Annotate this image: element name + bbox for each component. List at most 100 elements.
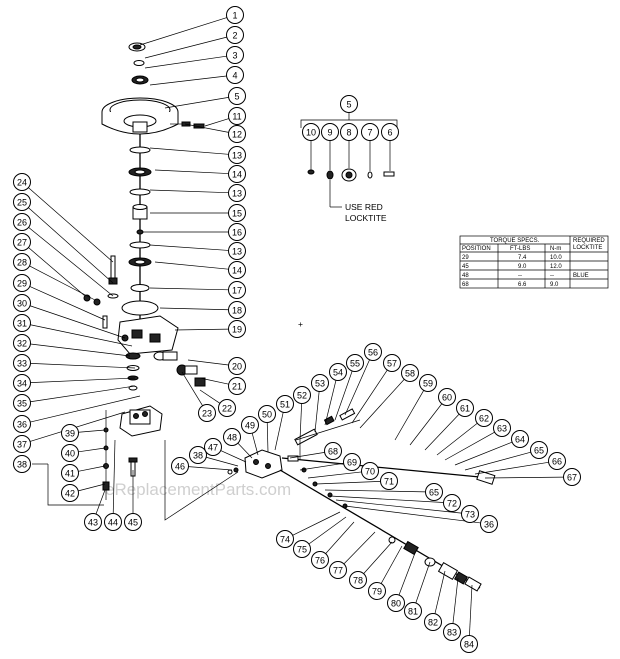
callout-bubble [228, 377, 246, 395]
callout-number: 5 [346, 100, 351, 110]
callout-bubble [461, 505, 479, 523]
callout-number: 2 [232, 31, 237, 41]
row-1-ftlbs: 7.4 [518, 255, 527, 261]
callout-leader-2 [144, 36, 227, 59]
callout-11: 11 [228, 107, 246, 125]
callout-1: 1 [226, 6, 244, 24]
callout-number: 70 [365, 467, 375, 477]
callout-bubble [104, 513, 122, 531]
callout-bubble [419, 374, 437, 392]
callout-42: 42 [61, 484, 79, 502]
callout-number: 44 [108, 518, 118, 528]
pump-upper-assembly [101, 42, 205, 320]
callout-leader-63 [444, 431, 495, 461]
callout-18: 18 [228, 301, 246, 319]
callout-bubble [226, 26, 244, 44]
callout-bubble [228, 146, 246, 164]
pump-manifold [83, 255, 206, 391]
callout-bubble [443, 494, 461, 512]
callout-32: 32 [13, 334, 31, 352]
unloader-assembly [227, 408, 496, 592]
callout-bubble [228, 281, 246, 299]
callout-number: 25 [17, 198, 27, 208]
callout-leader-53 [314, 391, 320, 433]
callout-14: 14 [228, 261, 246, 279]
callout-leader-28 [29, 265, 96, 301]
callout-bubble [228, 242, 246, 260]
callout-77: 77 [329, 561, 347, 579]
callout-bubble [241, 416, 259, 434]
callout-number: 12 [232, 130, 242, 140]
callout-66: 66 [548, 452, 566, 470]
callout-leader-42 [78, 483, 106, 492]
callout-83: 83 [443, 623, 461, 641]
callout-leader-38 [206, 456, 239, 467]
callout-bubble [228, 357, 246, 375]
callout-number: 21 [232, 382, 242, 392]
watermark-text: eReplacementParts.com [105, 480, 291, 499]
callout-leader-35 [30, 385, 136, 403]
callout-number: 42 [65, 489, 75, 499]
callout-3: 3 [226, 46, 244, 64]
callout-26: 26 [13, 213, 31, 231]
callout-10: 10 [302, 123, 320, 141]
callout-number: 48 [227, 433, 237, 443]
callout-leader-72 [329, 495, 444, 503]
callout-bubble [456, 399, 474, 417]
callout-number: 63 [497, 424, 507, 434]
callout-number: 46 [175, 462, 185, 472]
callout-bubble [61, 424, 79, 442]
callout-number: 49 [245, 421, 255, 431]
callout-40: 40 [61, 444, 79, 462]
callout-leader-49 [251, 433, 259, 456]
callout-number: 55 [350, 359, 360, 369]
callout-number: 34 [17, 379, 27, 389]
callout-number: 56 [368, 348, 378, 358]
callout-leader-79 [380, 545, 403, 584]
callout-leader-75 [308, 516, 347, 545]
row-1-nm: 10.0 [550, 255, 562, 261]
callout-bubble [223, 428, 241, 446]
callout-leader-58 [359, 379, 405, 429]
callout-leader-52 [299, 403, 302, 441]
callout-68: 68 [324, 442, 342, 460]
callout-34: 34 [13, 374, 31, 392]
callout-number: 53 [315, 379, 325, 389]
callout-leader-13 [149, 244, 229, 251]
callout-bubble [13, 253, 31, 271]
callout-30: 30 [13, 294, 31, 312]
callout-bubble [380, 472, 398, 490]
callout-number: 83 [447, 628, 457, 638]
callout-14: 14 [228, 165, 246, 183]
callout-number: 3 [232, 51, 237, 61]
callout-number: 78 [353, 576, 363, 586]
callout-number: 73 [465, 510, 475, 520]
callout-bubble [61, 484, 79, 502]
callout-45: 45 [124, 513, 142, 531]
callout-bubble [340, 123, 358, 141]
row-3-locktite: BLUE [573, 273, 589, 279]
callout-25: 25 [13, 193, 31, 211]
callout-bubble [228, 204, 246, 222]
callout-bubble [361, 123, 379, 141]
callout-bubble [228, 261, 246, 279]
callout-79: 79 [368, 582, 386, 600]
callout-leader-55 [334, 370, 353, 421]
row-2-ftlbs: 9.0 [518, 264, 527, 270]
callout-12: 12 [228, 125, 246, 143]
callout-bubble [311, 551, 329, 569]
row-2-nm: 12.0 [550, 264, 562, 270]
callout-19: 19 [228, 320, 246, 338]
callout-bubble [228, 301, 246, 319]
callout-bubble [293, 540, 311, 558]
callout-leader-17 [149, 287, 229, 291]
callout-bubble [302, 123, 320, 141]
callout-49: 49 [241, 416, 259, 434]
callout-leader-30 [29, 305, 126, 339]
callout-leader-14 [154, 169, 229, 174]
callout-leader-68 [289, 452, 325, 459]
callout-bubble [13, 415, 31, 433]
callout-leader-36 [344, 505, 481, 524]
callout-number: 9 [327, 128, 332, 138]
callout-82: 82 [424, 613, 442, 631]
